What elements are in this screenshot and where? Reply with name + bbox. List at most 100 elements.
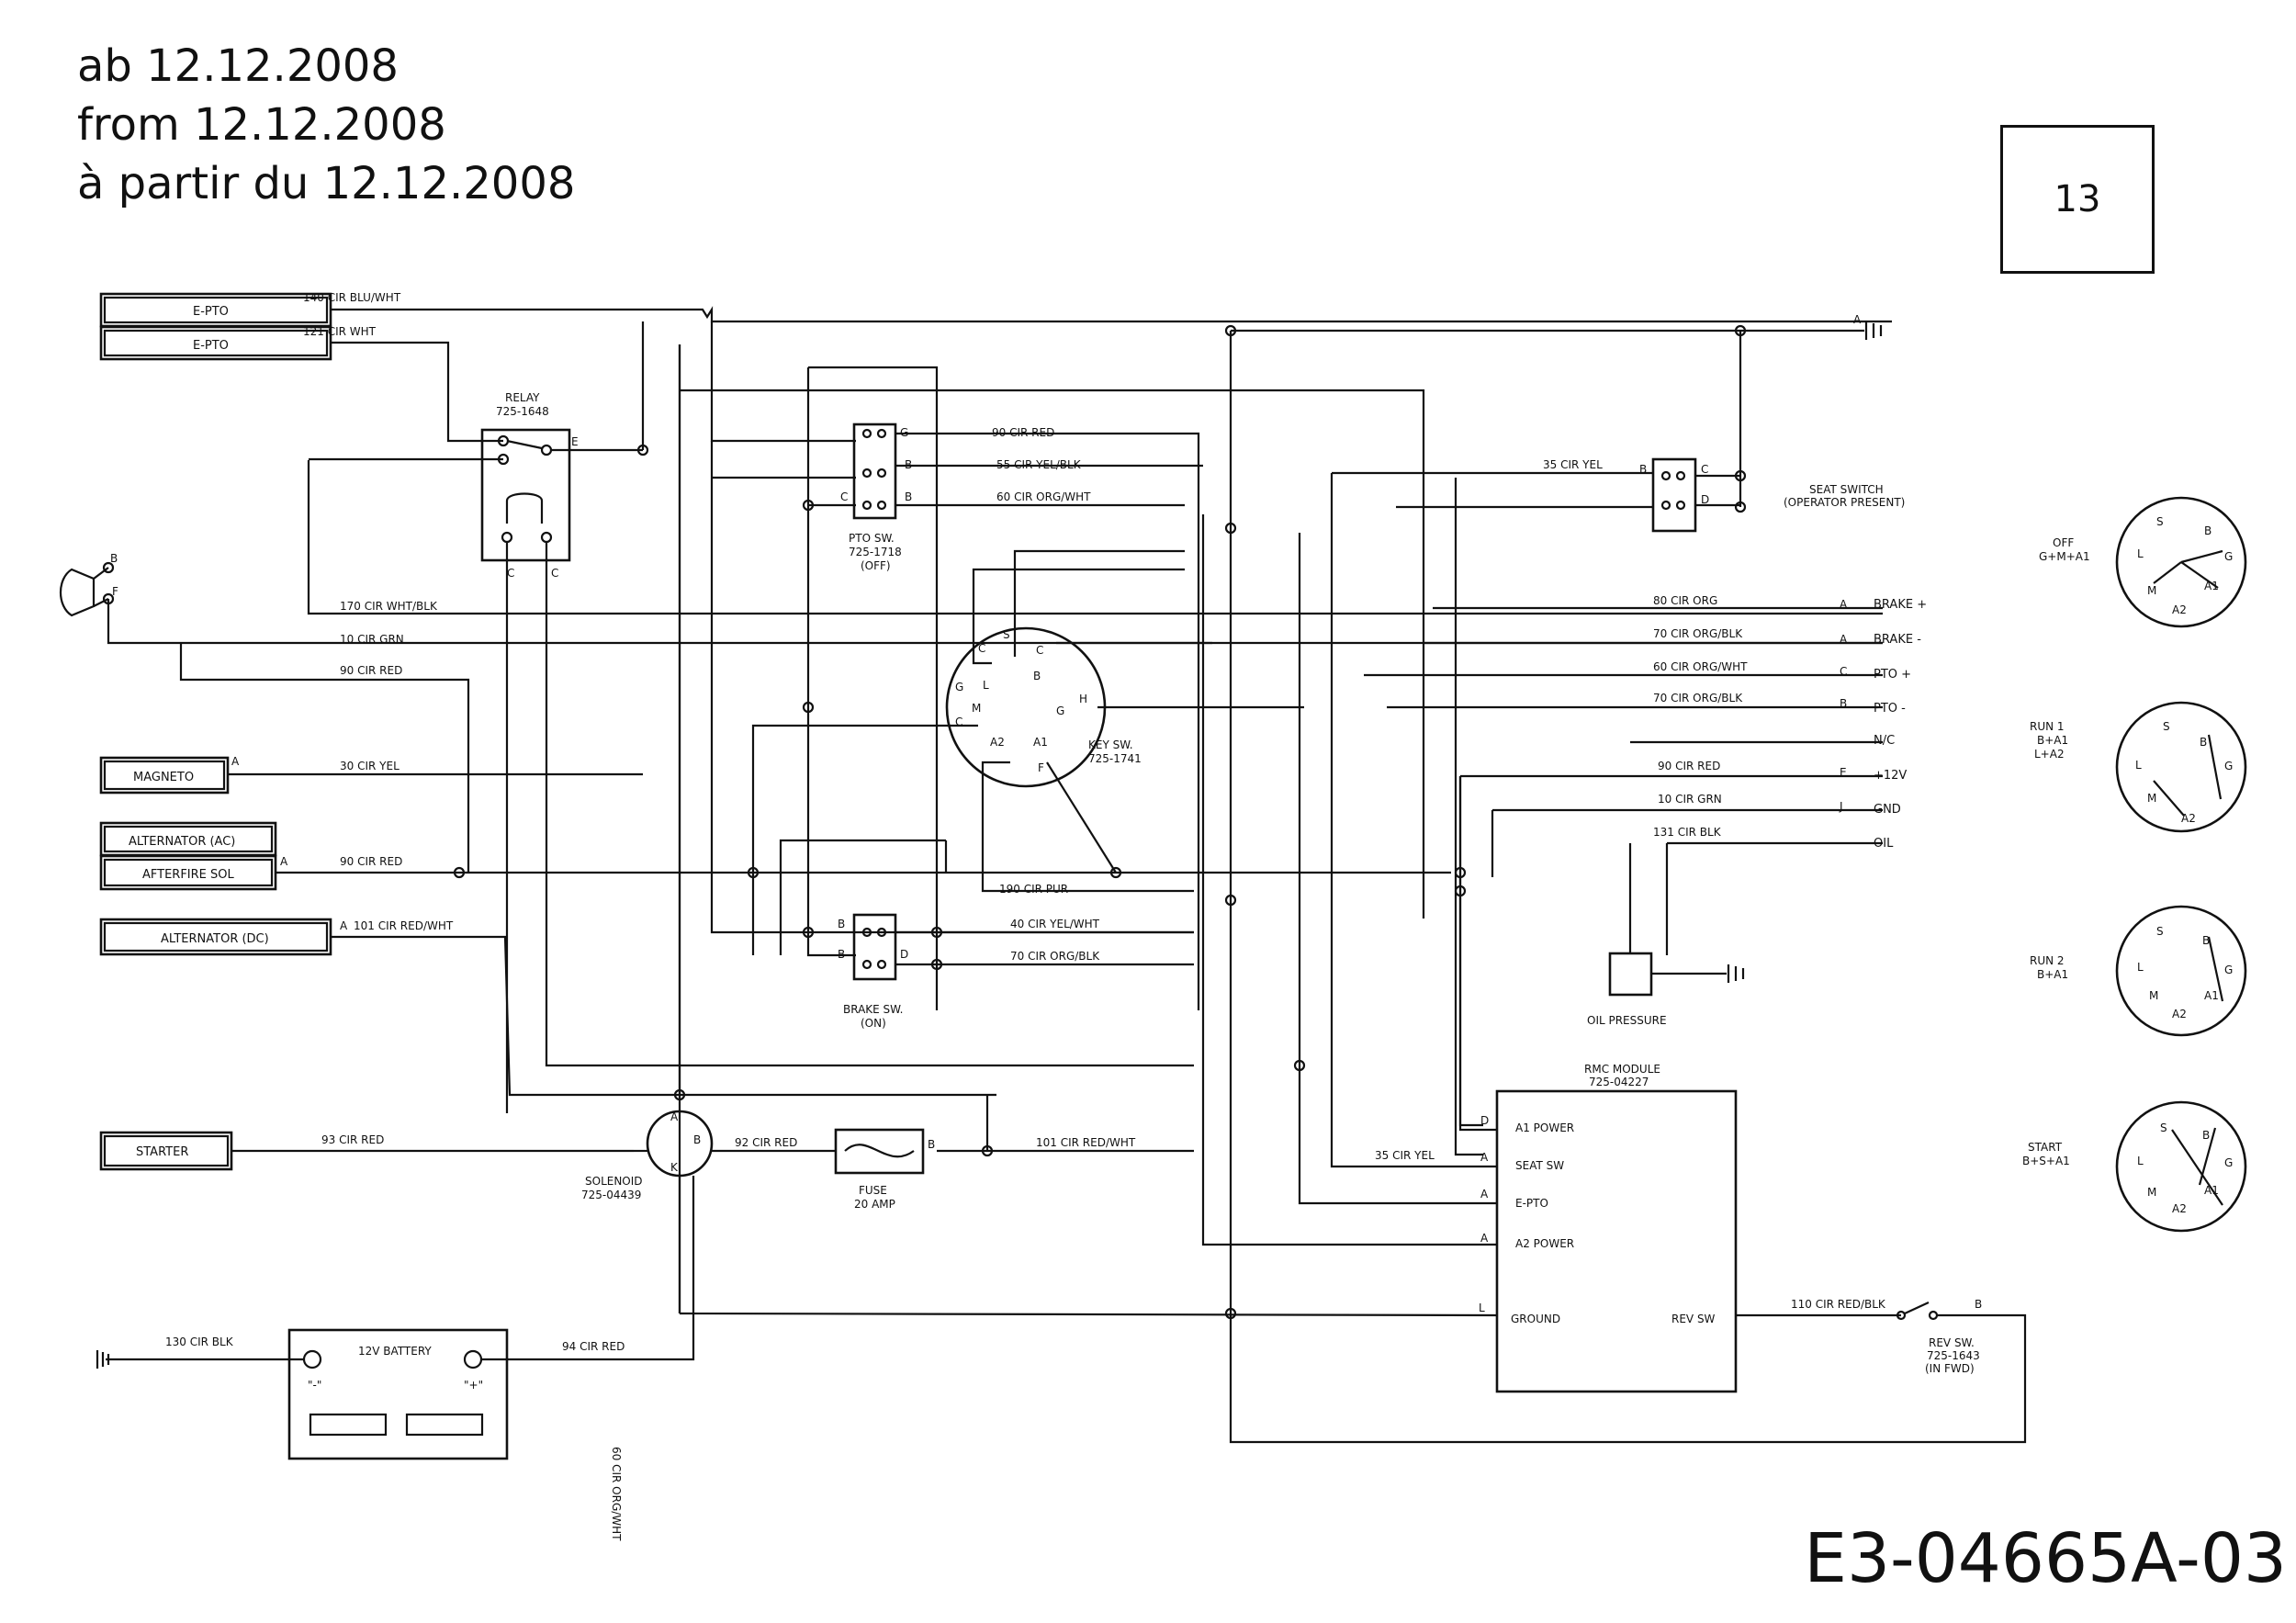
relay: RELAY 725-1648 E C C [480,391,643,580]
svg-text:A2: A2 [990,736,1005,749]
svg-text:90 CIR RED: 90 CIR RED [340,855,402,868]
svg-text:94 CIR RED: 94 CIR RED [562,1340,625,1353]
pto-switch: PTO SW. 725-1718 (OFF) G B C B [840,423,912,572]
svg-text:GND: GND [1874,803,1901,817]
svg-text:B: B [905,490,912,503]
svg-text:C: C [978,642,985,655]
svg-text:OIL: OIL [1874,837,1894,851]
svg-text:725-1648: 725-1648 [496,405,549,418]
svg-text:A: A [231,755,240,768]
junction-dots [453,324,1747,1320]
svg-text:E-PTO: E-PTO [1515,1197,1548,1210]
ground-symbol-top: A [1740,313,1883,340]
svg-text:20 AMP: 20 AMP [854,1198,895,1211]
svg-text:B: B [2202,934,2210,947]
svg-text:170 CIR WHT/BLK: 170 CIR WHT/BLK [340,600,438,613]
svg-text:10 CIR GRN: 10 CIR GRN [1658,793,1722,806]
svg-text:F: F [1038,761,1044,774]
svg-text:C: C [1036,644,1043,657]
svg-text:190 CIR PUR: 190 CIR PUR [999,883,1068,896]
svg-text:121 CIR WHT: 121 CIR WHT [303,325,377,338]
svg-text:80 CIR ORG: 80 CIR ORG [1653,594,1717,607]
solenoid: A B K SOLENOID 725-04439 [581,1088,714,1201]
svg-text:B: B [1033,670,1041,682]
svg-text:C: C [840,490,848,503]
page-number: 13 [2054,178,2101,220]
svg-text:A2: A2 [2172,1202,2187,1215]
svg-text:G: G [955,681,963,693]
svg-text:MAGNETO: MAGNETO [133,771,194,784]
page-number-box: 13 [2000,125,2155,274]
svg-text:(OFF): (OFF) [861,559,891,572]
svg-text:B+A1: B+A1 [2037,734,2068,747]
svg-text:40 CIR YEL/WHT: 40 CIR YEL/WHT [1010,918,1100,930]
svg-text:A1: A1 [2204,989,2219,1002]
svg-text:STARTER: STARTER [136,1145,188,1159]
svg-text:G: G [2224,760,2233,772]
oil-pressure-sender: OIL PRESSURE [1587,843,1745,1027]
svg-text:70 CIR ORG/BLK: 70 CIR ORG/BLK [1653,692,1743,704]
starter-box: STARTER [99,1131,233,1171]
svg-text:A2: A2 [2172,603,2187,616]
svg-text:A1 POWER: A1 POWER [1515,1121,1574,1134]
svg-text:+12V: +12V [1874,769,1907,783]
svg-text:C: C [507,567,514,580]
svg-text:A: A [280,855,288,868]
svg-text:E-PTO: E-PTO [193,339,229,353]
svg-text:A: A [670,1110,679,1123]
svg-text:725-04227: 725-04227 [1589,1076,1649,1088]
svg-text:(OPERATOR PRESENT): (OPERATOR PRESENT) [1784,496,1905,509]
svg-text:70 CIR ORG/BLK: 70 CIR ORG/BLK [1653,627,1743,640]
svg-text:E: E [1840,766,1847,779]
svg-text:92 CIR RED: 92 CIR RED [735,1136,797,1149]
connector-wires [1364,606,1883,1127]
svg-text:B: B [838,948,845,961]
svg-text:130 CIR BLK: 130 CIR BLK [165,1336,234,1348]
svg-text:A2: A2 [2172,1008,2187,1020]
svg-text:J: J [1839,800,1843,813]
battery: 12V BATTERY "-" "+" [287,1328,509,1460]
svg-text:SOLENOID: SOLENOID [585,1175,643,1188]
svg-text:L: L [1479,1302,1485,1314]
svg-text:B: B [2204,524,2212,537]
svg-text:A2 POWER: A2 POWER [1515,1237,1574,1250]
svg-text:A: A [1480,1232,1489,1245]
fuse: B FUSE 20 AMP [834,1128,935,1211]
header-date-de: ab 12.12.2008 [77,40,399,92]
svg-text:F: F [112,585,118,598]
svg-text:(ON): (ON) [861,1017,886,1030]
svg-text:BRAKE -: BRAKE - [1874,633,1921,647]
svg-text:RUN 1: RUN 1 [2030,720,2065,733]
svg-text:M: M [972,702,981,715]
svg-text:A: A [1840,598,1848,611]
svg-text:ALTERNATOR (DC): ALTERNATOR (DC) [161,932,269,946]
vertical-buses [678,321,2027,1444]
svg-text:M: M [2147,792,2156,805]
svg-text:B: B [110,552,118,565]
svg-text:L: L [2135,759,2142,772]
svg-text:KEY SW.: KEY SW. [1088,738,1133,751]
svg-text:12V BATTERY: 12V BATTERY [358,1345,432,1358]
svg-text:START: START [2028,1141,2063,1154]
svg-text:FUSE: FUSE [859,1184,887,1197]
svg-text:G: G [2224,550,2233,563]
svg-text:B: B [928,1138,935,1151]
svg-text:B: B [2202,1129,2210,1142]
svg-text:S: S [1003,628,1010,641]
svg-text:101 CIR RED/WHT: 101 CIR RED/WHT [1036,1136,1136,1149]
svg-text:90 CIR RED: 90 CIR RED [1658,760,1720,772]
svg-text:101 CIR RED/WHT: 101 CIR RED/WHT [354,919,454,932]
svg-text:G: G [2224,1156,2233,1169]
svg-text:REV SW: REV SW [1671,1313,1716,1325]
svg-text:B: B [1639,463,1647,476]
svg-text:90 CIR RED: 90 CIR RED [340,664,402,677]
rmc-module: RMC MODULE 725-04227 A1 POWER SEAT SW E-… [1479,1063,1738,1393]
svg-text:M: M [2147,584,2156,597]
header-date-fr: à partir du 12.12.2008 [77,158,576,209]
svg-text:"+": "+" [464,1379,483,1392]
svg-text:L: L [2137,961,2144,974]
svg-text:A: A [1840,633,1848,646]
svg-text:GROUND: GROUND [1511,1313,1560,1325]
svg-text:M: M [2147,1186,2156,1199]
svg-text:PTO +: PTO + [1874,668,1911,682]
